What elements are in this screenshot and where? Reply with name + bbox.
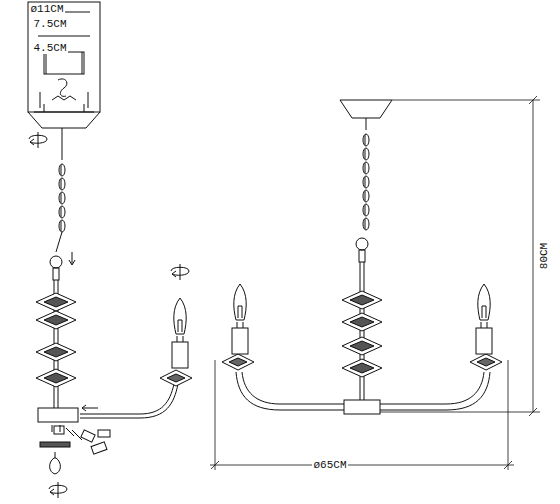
diameter-label: ø11CM bbox=[29, 3, 64, 15]
dimension-label: 7.5CM bbox=[32, 18, 67, 30]
height-label: 80CM bbox=[538, 242, 550, 270]
dimension-label: 4.5CM bbox=[32, 42, 67, 54]
diameter-label: ø65CM bbox=[312, 459, 347, 471]
